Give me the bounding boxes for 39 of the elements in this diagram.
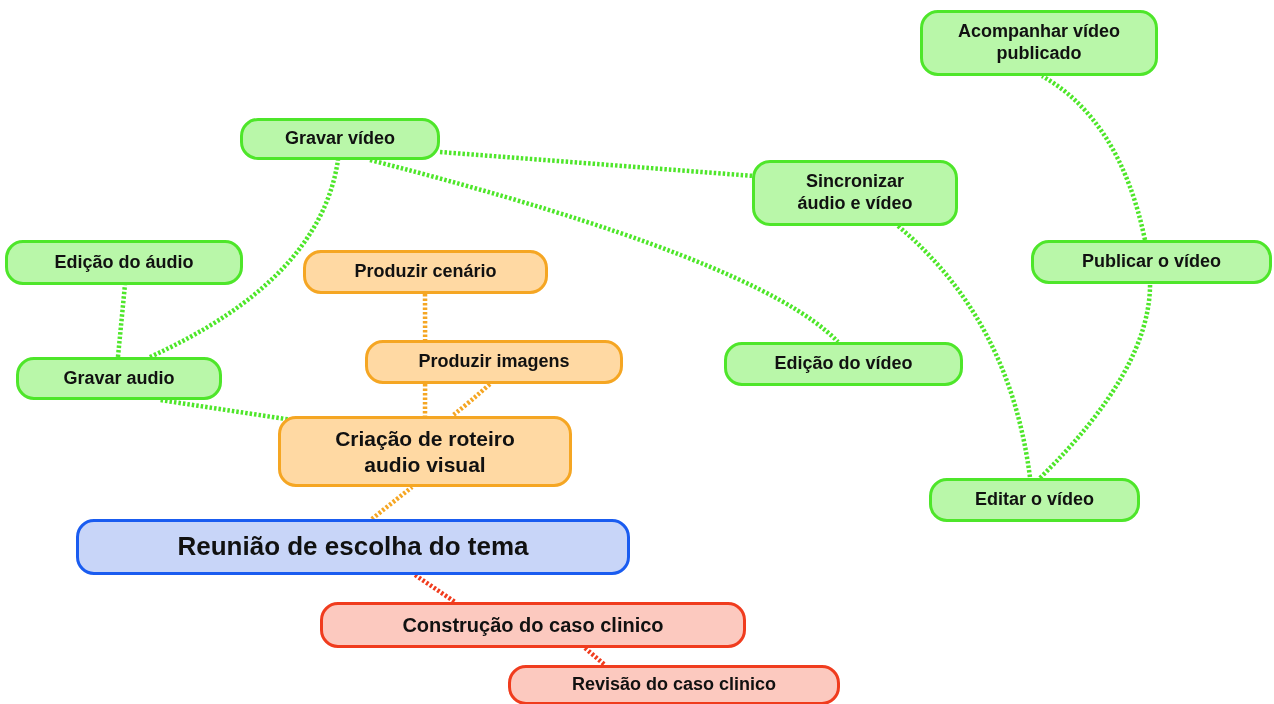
rounded-topic-box — [76, 519, 630, 575]
topic-label: Revisão do caso clinico — [571, 674, 777, 696]
rounded-topic-box — [508, 665, 840, 704]
topic-label: Criação de roteiro audio visual — [334, 426, 516, 477]
rounded-topic-box — [1031, 240, 1272, 284]
dotted-connector — [413, 573, 457, 604]
dotted-connector — [1040, 74, 1148, 241]
dotted-connector — [439, 149, 753, 179]
topic-label: Edição do áudio — [54, 251, 194, 274]
dotted-connector — [583, 646, 607, 667]
rounded-topic-box — [920, 10, 1158, 76]
dotted-connector — [896, 224, 1033, 479]
dotted-connector — [370, 485, 414, 521]
rounded-topic-box — [724, 342, 963, 386]
dotted-connector — [422, 384, 428, 416]
dotted-connector — [1038, 283, 1153, 480]
topic-label: Publicar o vídeo — [1081, 251, 1221, 273]
dotted-connector — [115, 284, 128, 358]
topic-label: Editar o vídeo — [975, 489, 1094, 511]
rounded-topic-box — [16, 357, 222, 400]
rounded-topic-box — [240, 118, 440, 160]
rounded-topic-box — [752, 160, 958, 226]
topic-label: Acompanhar vídeo publicado — [956, 21, 1121, 65]
rounded-topic-box — [320, 602, 746, 648]
rounded-topic-box — [303, 250, 548, 294]
topic-label: Gravar audio — [63, 367, 175, 390]
topic-label: Gravar vídeo — [284, 128, 396, 150]
dotted-connector — [422, 294, 428, 340]
rounded-topic-box — [278, 416, 572, 487]
rounded-topic-box — [365, 340, 623, 384]
rounded-topic-box — [929, 478, 1140, 522]
topic-label: Produzir imagens — [418, 351, 570, 373]
rounded-topic-box — [5, 240, 243, 285]
topic-label: Produzir cenário — [354, 261, 497, 283]
topic-label: Edição do vídeo — [774, 353, 913, 375]
topic-label: Sincronizar áudio e vídeo — [796, 171, 914, 215]
dotted-connector — [450, 382, 492, 418]
topic-label: Reunião de escolha do tema — [177, 531, 529, 563]
topic-label: Construção do caso clinico — [402, 613, 664, 637]
